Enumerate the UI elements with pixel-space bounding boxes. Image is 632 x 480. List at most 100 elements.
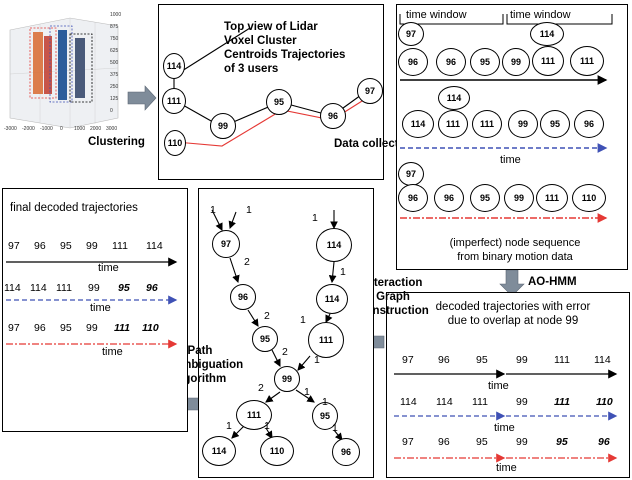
top-view-title-line: of 3 users: [224, 63, 279, 75]
edge-weight: 2: [244, 256, 250, 268]
final-decoded-title: final decoded trajectories: [10, 202, 138, 214]
final-value: 114: [30, 282, 47, 294]
final-value-corrected: 111: [114, 322, 130, 334]
row1-node: 111: [532, 46, 564, 76]
graph-node: 95: [252, 326, 278, 352]
edge-weight: 1: [210, 204, 216, 216]
edge-weight: 1: [304, 386, 310, 398]
row1-node: 97: [398, 22, 424, 46]
y-tick: 500: [110, 60, 119, 66]
y-tick: 125: [110, 96, 119, 102]
final-value: 114: [146, 240, 163, 252]
top-view-node: 97: [357, 78, 383, 104]
caption-line: from binary motion data: [457, 251, 573, 263]
top-view-node: 99: [210, 113, 236, 139]
graph-node: 96: [230, 284, 256, 310]
top-view-node: 96: [320, 103, 346, 129]
decoded-error-value: 96: [438, 436, 450, 448]
decoded-error-value: 99: [516, 396, 528, 408]
final-value-corrected: 95: [118, 282, 130, 294]
final-value: 95: [60, 322, 72, 334]
row3-node: 110: [572, 184, 606, 212]
final-value-corrected: 110: [142, 322, 159, 334]
decoded-error-panel: [386, 292, 630, 478]
final-time: time: [90, 302, 111, 314]
final-value: 111: [112, 240, 128, 252]
decoded-error-value: 111: [554, 354, 570, 366]
decoded-error-value-wrong: 111: [554, 396, 570, 408]
decoded-error-value: 114: [436, 396, 453, 408]
row3-node: 95: [470, 184, 500, 212]
row3-node: 96: [434, 184, 464, 212]
final-value-corrected: 96: [146, 282, 158, 294]
x-tick: -1000: [40, 126, 53, 132]
decoded-error-value: 95: [476, 354, 488, 366]
row1-node: 99: [502, 48, 530, 76]
row3-node: 111: [536, 184, 568, 212]
y-tick: 625: [110, 48, 119, 54]
decoded-error-time: time: [494, 422, 515, 434]
decoded-error-value-wrong: 96: [598, 436, 610, 448]
lidar-3d-scatter: 1000 875 750 625 500 375 250 125 0 -3000…: [0, 8, 125, 138]
row2-node: 111: [438, 110, 468, 138]
decoded-error-value: 114: [594, 354, 611, 366]
final-value: 99: [88, 282, 100, 294]
edge-weight: 1: [314, 354, 320, 366]
graph-node: 97: [212, 230, 240, 258]
graph-node: 111: [236, 400, 272, 430]
y-tick: 0: [110, 108, 113, 114]
edge-weight: 2: [258, 382, 264, 394]
edge-weight: 1: [322, 396, 328, 408]
graph-node: 114: [316, 228, 352, 262]
row1-node: 114: [530, 22, 564, 46]
decoded-error-value: 97: [402, 436, 414, 448]
decoded-error-title-line: due to overlap at node 99: [447, 315, 579, 327]
row2-time-label: time: [500, 154, 521, 166]
graph-node: 95: [312, 402, 338, 430]
x-tick: 1000: [74, 126, 86, 132]
edge-weight: 1: [300, 314, 306, 326]
orange-cluster: [33, 32, 43, 94]
graph-node: 99: [274, 366, 300, 392]
edge-weight: 1: [226, 420, 232, 432]
top-view-title: Top view of Lidar Voxel Cluster Centroid…: [224, 20, 345, 76]
graph-node: 96: [332, 438, 360, 466]
final-value: 111: [56, 282, 72, 294]
y-tick: 1000: [110, 12, 122, 18]
edge-weight: 1: [312, 212, 318, 224]
decoded-error-value: 99: [516, 436, 528, 448]
decoded-error-value: 99: [516, 354, 528, 366]
y-tick: 750: [110, 36, 119, 42]
row1-node: 96: [398, 48, 428, 76]
graph-construction-line: Interaction: [363, 277, 423, 289]
edge-weight: 2: [264, 310, 270, 322]
row3-node: 99: [504, 184, 534, 212]
final-value: 95: [60, 240, 72, 252]
decoded-error-time: time: [496, 462, 517, 474]
y-tick: 875: [110, 24, 119, 30]
top-view-node: 110: [164, 130, 186, 156]
decoded-error-title: decoded trajectories with error due to o…: [398, 300, 628, 328]
blue-bounding-box: [49, 25, 73, 103]
row2-node: 95: [540, 110, 570, 138]
top-view-node: 114: [163, 53, 185, 79]
blue-cluster: [58, 30, 67, 100]
decoded-error-value: 95: [476, 436, 488, 448]
row1-node: 95: [470, 48, 500, 76]
decoded-error-value: 111: [472, 396, 488, 408]
ao-hmm-arrow: [499, 269, 525, 297]
graph-construction-line: Construction: [357, 305, 429, 317]
x-tick: 2000: [90, 126, 102, 132]
edge-weight: 1: [264, 420, 270, 432]
final-value: 96: [34, 322, 46, 334]
y-tick: 250: [110, 84, 119, 90]
caption-line: (imperfect) node sequence: [449, 237, 581, 249]
path-label-line: Path: [187, 345, 213, 357]
edge-weight: 1: [340, 266, 346, 278]
row2-node: 96: [574, 110, 604, 138]
final-decoded-panel: [2, 188, 188, 432]
graph-node: 111: [308, 322, 344, 358]
row2-node: 99: [508, 110, 538, 138]
